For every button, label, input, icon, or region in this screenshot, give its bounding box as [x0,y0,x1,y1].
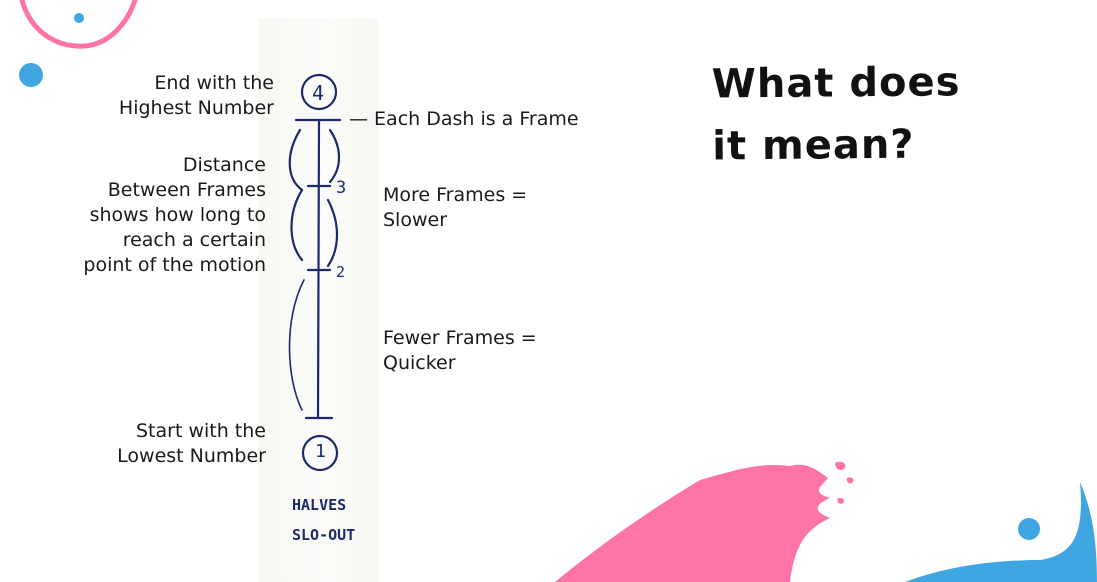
pink-swoosh-top [19,0,138,49]
arc-left-3 [288,279,305,411]
key-circle-top [300,73,338,111]
arc-left-1 [288,128,304,192]
frame-number-2: 2 [336,263,346,281]
pink-splatter-3 [837,497,845,504]
key-circle-bottom [301,434,339,472]
sketch-caption-1: HALVES [292,496,347,514]
distance-label: Distance Between Frames shows how long t… [83,154,266,276]
arc-left-2 [290,188,304,262]
more-frames-label: More Frames = Slower [383,184,528,231]
heading-line-2: it mean? [712,121,915,170]
fewer-frames-label: Fewer Frames = Quicker [383,327,537,374]
heading-line-1: What does [711,59,961,108]
frame-number-3: 3 [336,178,347,198]
blue-dot-small [74,13,84,23]
slide-heading: What does it mean? [711,51,1052,178]
blue-wave-bottom [905,482,1097,582]
pink-splatter-1 [835,461,846,471]
blue-dot-left [19,63,43,87]
timing-chart-sketch [288,73,342,472]
dash-label: — Each Dash is a Frame [349,108,579,130]
arc-right-1 [328,128,341,184]
sketch-caption-2: SLO-OUT [292,526,356,544]
blue-dot-right [1018,518,1040,540]
start-label: Start with the Lowest Number [117,420,266,467]
frame-number-4: 4 [312,81,325,105]
pink-brush-stroke [555,464,830,582]
arc-right-2 [326,198,338,268]
frame-number-1: 1 [315,441,326,462]
pink-splatter-2 [846,477,854,484]
end-label: End with the Highest Number [118,72,274,119]
